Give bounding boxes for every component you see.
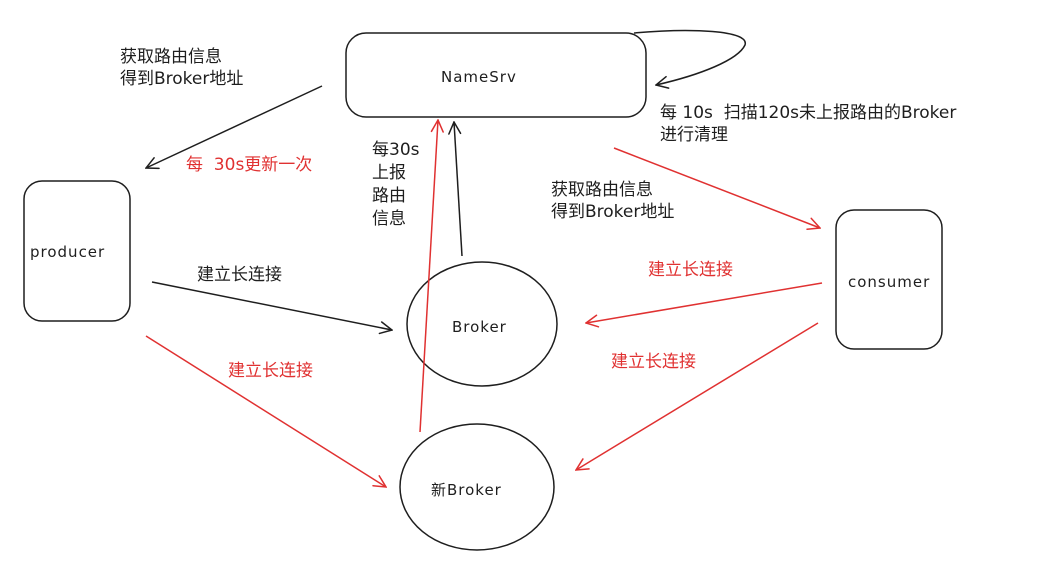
new-broker-label: 新Broker bbox=[431, 481, 502, 499]
new-broker-circle[interactable] bbox=[399, 423, 555, 551]
producer-label: producer bbox=[30, 243, 106, 261]
consumer-fetch-route-label: 获取路由信息 得到Broker地址 bbox=[551, 180, 675, 222]
namesrv-box[interactable] bbox=[345, 32, 647, 118]
broker-report-label: 每30s 上报 路由 信息 bbox=[372, 140, 420, 229]
consumer-box[interactable] bbox=[835, 209, 943, 350]
broker-circle[interactable] bbox=[406, 261, 558, 387]
namesrv-label: NameSrv bbox=[441, 68, 517, 86]
producer-refresh-label: 每 30s更新一次 bbox=[186, 155, 313, 175]
consumer-to-new-broker-label: 建立长连接 bbox=[611, 352, 696, 372]
consumer-to-new-broker-arrow bbox=[576, 322, 819, 470]
namesrv-to-consumer-arrow bbox=[613, 147, 820, 228]
producer-fetch-route-label: 获取路由信息 得到Broker地址 bbox=[120, 47, 244, 89]
producer-box[interactable] bbox=[23, 180, 131, 322]
namesrv-to-producer-arrow bbox=[146, 85, 323, 168]
broker-label: Broker bbox=[452, 318, 507, 336]
namesrv-self-loop-arrow bbox=[633, 29, 746, 85]
producer-to-broker-label: 建立长连接 bbox=[197, 265, 282, 285]
producer-to-broker-arrow bbox=[151, 281, 392, 330]
namesrv-scan-label: 每 10s 扫描120s未上报路由的Broker 进行清理 bbox=[660, 103, 957, 145]
producer-to-new-broker-arrow bbox=[145, 335, 386, 487]
new-broker-to-namesrv-arrow bbox=[419, 120, 438, 433]
consumer-to-broker-arrow bbox=[586, 282, 823, 323]
consumer-label: consumer bbox=[848, 273, 931, 291]
consumer-to-broker-label: 建立长连接 bbox=[648, 260, 733, 280]
producer-to-new-broker-label: 建立长连接 bbox=[228, 361, 313, 381]
broker-to-namesrv-arrow bbox=[454, 122, 463, 257]
